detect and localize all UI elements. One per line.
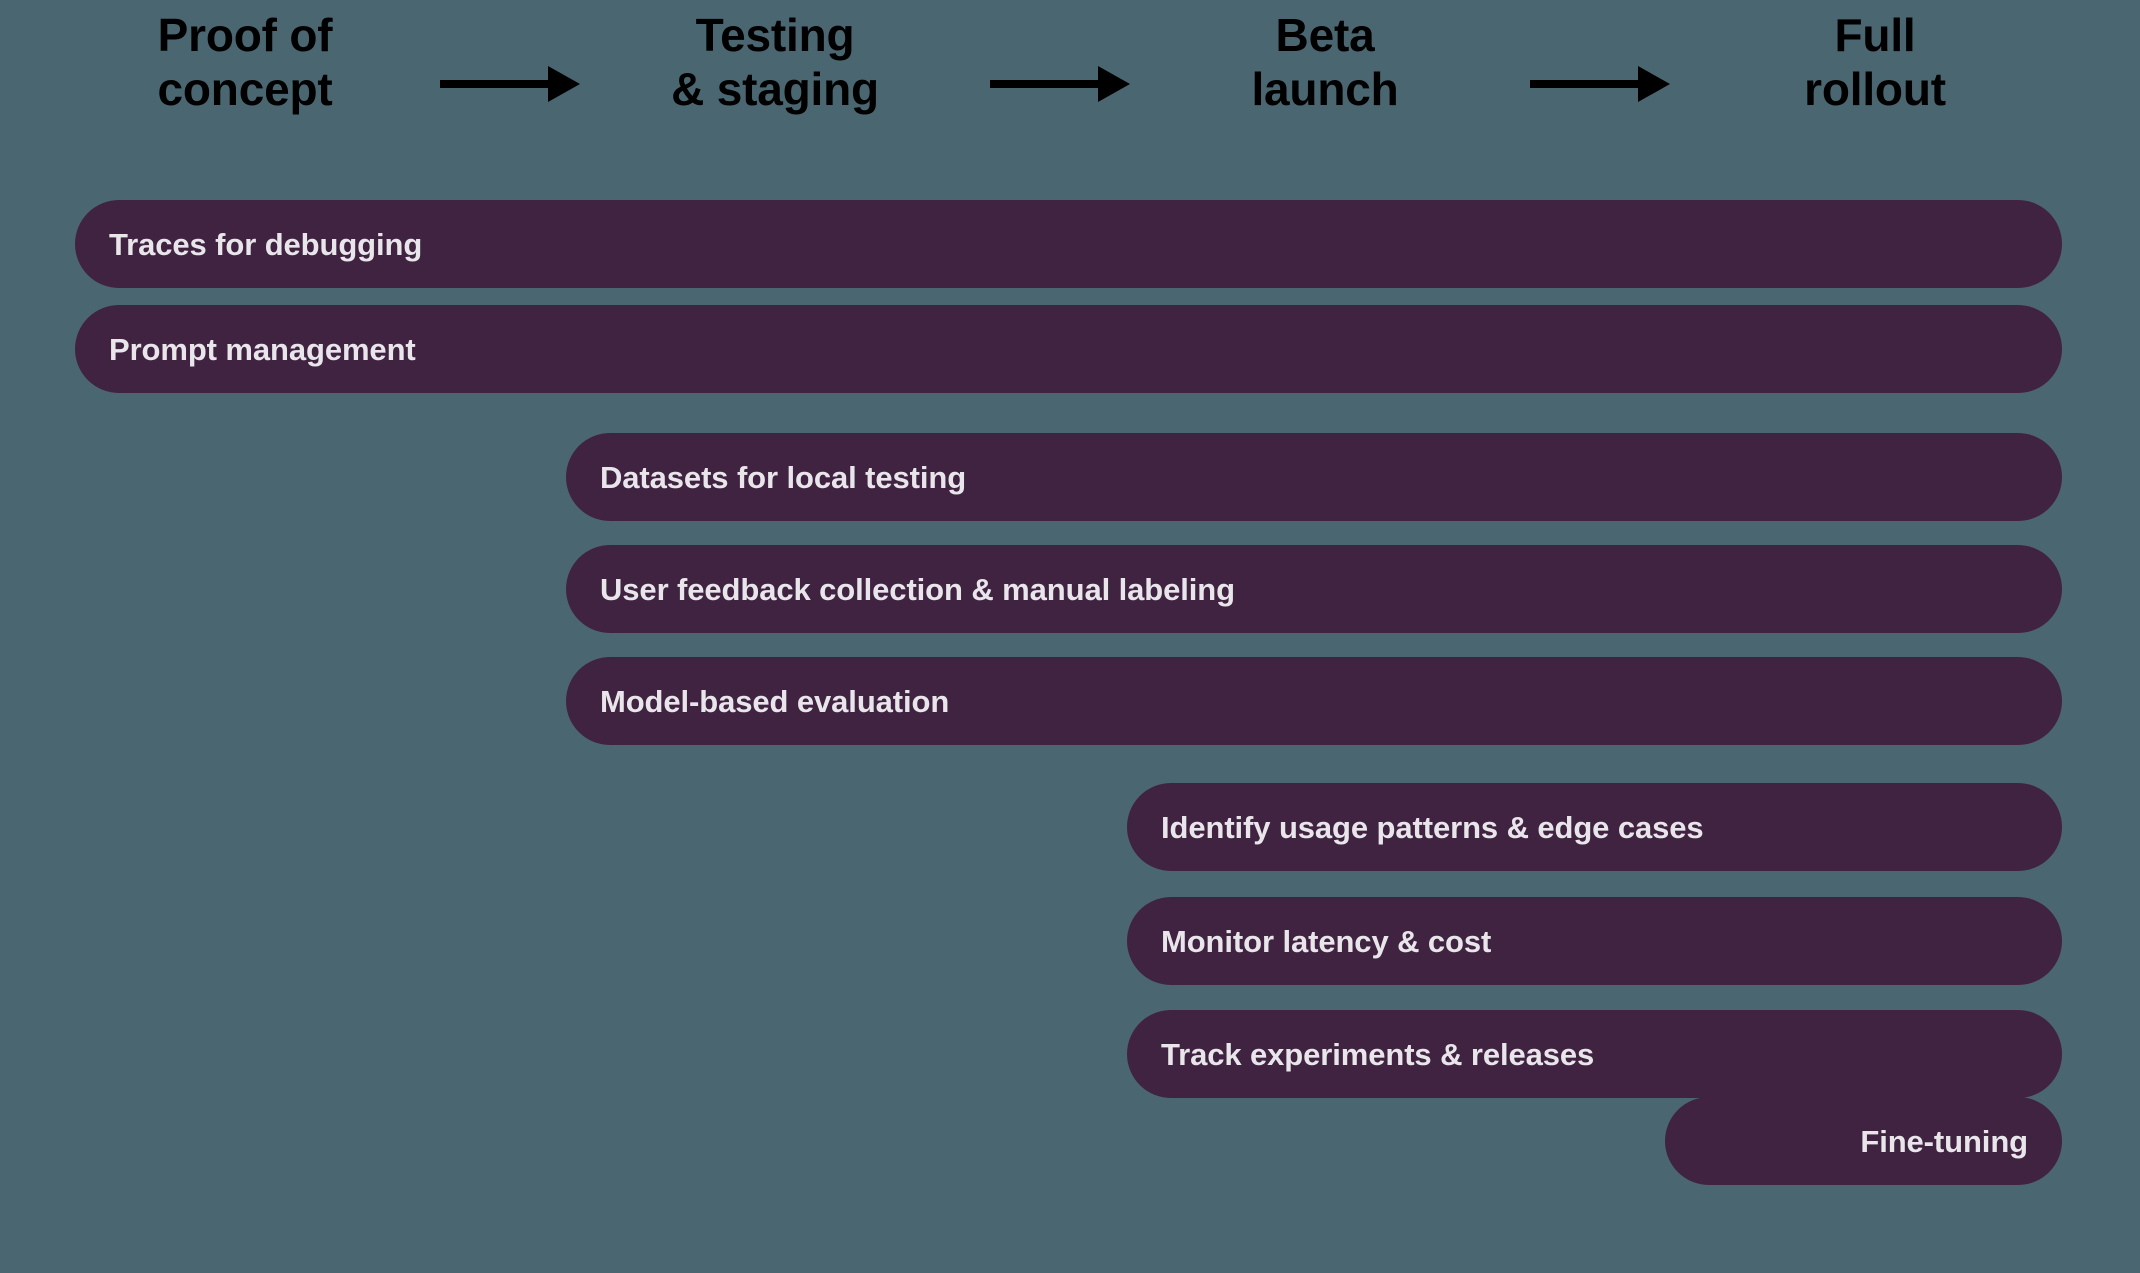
capability-bar-traces-for-debugging[interactable]: Traces for debugging bbox=[75, 200, 2062, 288]
capability-bar-label: Datasets for local testing bbox=[600, 459, 967, 495]
capability-bar-label: Monitor latency & cost bbox=[1161, 923, 1492, 959]
capability-bar-label: Fine-tuning bbox=[1860, 1123, 2028, 1159]
capability-bar-fine-tuning[interactable]: Fine-tuning bbox=[1665, 1097, 2062, 1185]
stage-label-full-rollout: Full rollout bbox=[1804, 9, 1946, 116]
stage-label-testing-staging: Testing & staging bbox=[671, 9, 879, 116]
capability-bar-identify-usage-patterns[interactable]: Identify usage patterns & edge cases bbox=[1127, 783, 2062, 871]
arrow-right-icon bbox=[990, 62, 1130, 106]
capability-bar-label: Model-based evaluation bbox=[600, 683, 950, 719]
capability-bar-monitor-latency-cost[interactable]: Monitor latency & cost bbox=[1127, 897, 2062, 985]
capability-bar-model-based-evaluation[interactable]: Model-based evaluation bbox=[566, 657, 2062, 745]
capability-bar-label: Prompt management bbox=[109, 331, 416, 367]
capability-bar-datasets-for-local-testing[interactable]: Datasets for local testing bbox=[566, 433, 2062, 521]
stage-label-proof-of-concept: Proof of concept bbox=[157, 9, 333, 116]
arrow-right-icon bbox=[1530, 62, 1670, 106]
stage-label-beta-launch: Beta launch bbox=[1251, 9, 1399, 116]
capability-bar-track-experiments-releases[interactable]: Track experiments & releases bbox=[1127, 1010, 2062, 1098]
arrow-right-icon bbox=[440, 62, 580, 106]
stage-header-row: Proof of concept Testing & staging Beta … bbox=[0, 0, 2140, 150]
capability-bar-label: Track experiments & releases bbox=[1161, 1036, 1595, 1072]
capability-bar-user-feedback-collection[interactable]: User feedback collection & manual labeli… bbox=[566, 545, 2062, 633]
capability-bar-label: User feedback collection & manual labeli… bbox=[600, 571, 1235, 607]
capability-bar-label: Identify usage patterns & edge cases bbox=[1161, 809, 1704, 845]
capability-bar-prompt-management[interactable]: Prompt management bbox=[75, 305, 2062, 393]
capability-bar-label: Traces for debugging bbox=[109, 226, 423, 262]
